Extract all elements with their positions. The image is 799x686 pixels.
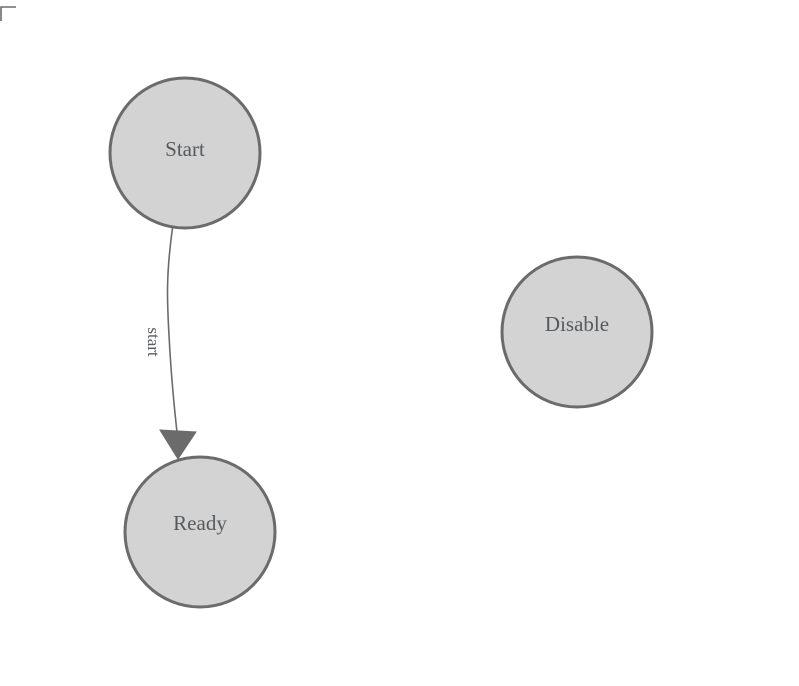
state-node-start-label: Start (165, 137, 205, 161)
transition-label-group: start (144, 327, 163, 357)
transition-start-to-ready[interactable]: start (144, 227, 197, 460)
transition-label-start: start (144, 327, 163, 357)
state-node-disable-circle[interactable] (500, 255, 654, 409)
state-node-ready-circle[interactable] (123, 455, 277, 609)
top-left-corner-bracket-icon (0, 6, 16, 21)
state-node-disable-label: Disable (545, 312, 609, 336)
transition-arrowhead-icon (159, 429, 197, 460)
state-node-start[interactable]: Start (108, 76, 262, 230)
state-node-disable[interactable]: Disable (500, 255, 654, 409)
state-node-ready-label: Ready (173, 511, 227, 535)
transition-edge-path (166, 227, 179, 442)
state-node-start-circle[interactable] (108, 76, 262, 230)
state-node-ready[interactable]: Ready (123, 455, 277, 609)
